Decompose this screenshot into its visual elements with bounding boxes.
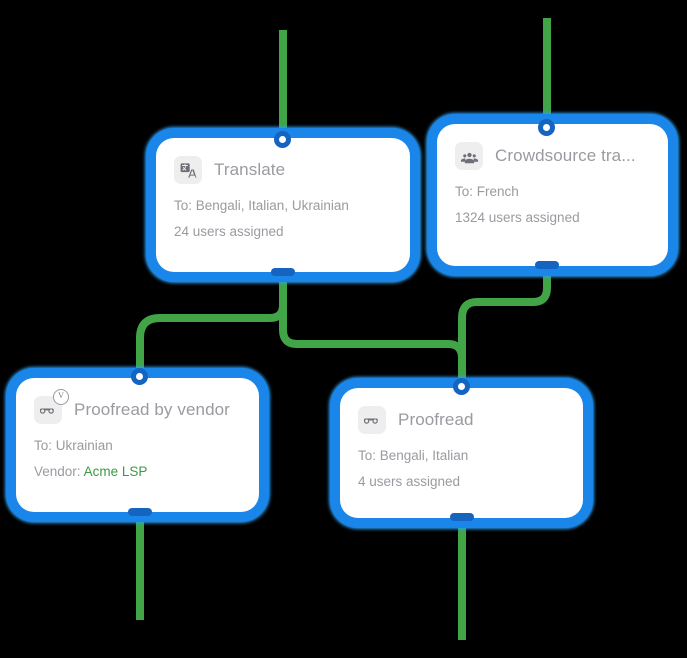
port-in-translate[interactable]: [274, 131, 291, 148]
glasses-icon: [358, 406, 386, 434]
node-title: Translate: [214, 160, 286, 179]
node-detail-languages: To: Ukrainian: [34, 438, 113, 453]
node-detail-languages: To: Bengali, Italian, Ukrainian: [174, 198, 349, 213]
node-detail-assignees: 1324 users assigned: [455, 210, 580, 225]
node-crowdsource-translate[interactable]: Crowdsource tra... To: French 1324 users…: [437, 124, 668, 266]
node-detail-assignees: 4 users assigned: [358, 474, 461, 489]
edge-translate-to-proofread-vendor: [136, 276, 287, 376]
node-proofread[interactable]: Proofread To: Bengali, Italian 4 users a…: [340, 388, 583, 518]
node-detail-vendor: Vendor: Acme LSP: [34, 464, 239, 479]
port-out-proofread-by-vendor[interactable]: [128, 508, 152, 516]
port-out-proofread[interactable]: [450, 513, 474, 521]
groups-icon: [455, 142, 483, 170]
node-header: Translate: [174, 156, 390, 184]
port-in-proofread-by-vendor[interactable]: [131, 368, 148, 385]
node-title: Proofread by vendor: [74, 400, 230, 419]
node-header: Proofread: [358, 406, 563, 434]
node-translate[interactable]: Translate To: Bengali, Italian, Ukrainia…: [156, 138, 410, 272]
node-detail-languages: To: French: [455, 184, 519, 199]
port-out-crowdsource-translate[interactable]: [535, 261, 559, 269]
node-header: Crowdsource tra...: [455, 142, 648, 170]
node-detail-languages: To: Bengali, Italian: [358, 448, 469, 463]
port-in-proofread[interactable]: [453, 378, 470, 395]
node-title: Crowdsource tra...: [495, 146, 636, 165]
vendor-name-link[interactable]: Acme LSP: [83, 464, 148, 479]
vendor-label: Vendor:: [34, 464, 81, 479]
translate-icon: [174, 156, 202, 184]
node-header: V Proofread by vendor: [34, 389, 239, 424]
node-proofread-by-vendor[interactable]: V Proofread by vendor To: Ukrainian Vend…: [16, 378, 259, 512]
edge-translate-to-proofread: [279, 276, 466, 386]
glasses-vendor-icon: V: [34, 389, 69, 424]
edge-crowdsource-to-proofread: [458, 272, 551, 386]
node-title: Proofread: [398, 410, 474, 429]
port-in-crowdsource-translate[interactable]: [538, 119, 555, 136]
node-detail-assignees: 24 users assigned: [174, 224, 284, 239]
port-out-translate[interactable]: [271, 268, 295, 276]
vendor-badge-icon: V: [53, 389, 69, 405]
